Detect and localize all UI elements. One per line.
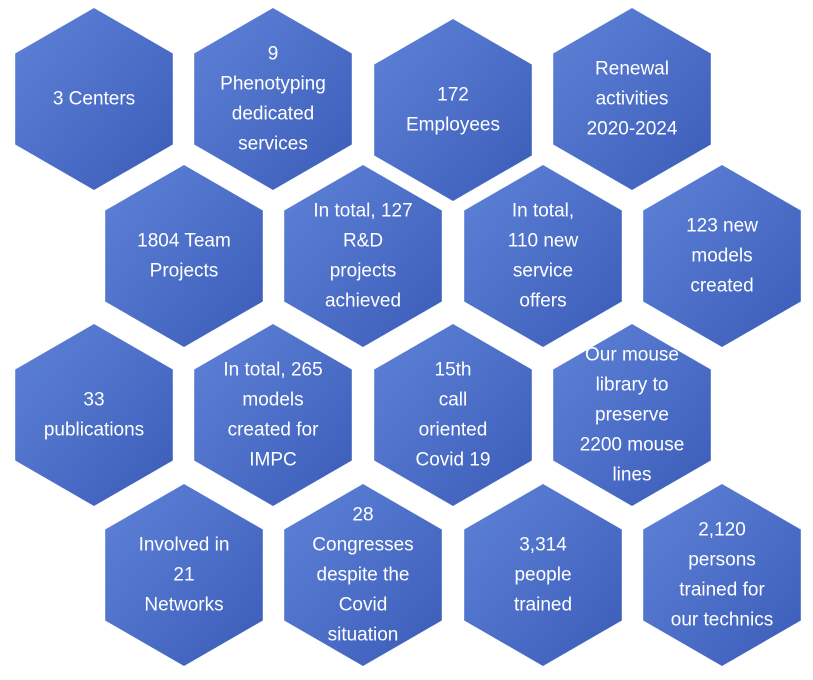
hexagon-shape	[374, 324, 532, 506]
hexagon-shape	[105, 165, 263, 347]
hexagon-shape	[553, 324, 711, 506]
hexagon-label-line: 3 Centers	[53, 89, 135, 110]
hexagon-label-line: despite the	[317, 565, 410, 586]
hexagon-label-line: Covid	[339, 595, 388, 616]
hexagon-label-line: service	[513, 261, 573, 282]
hexagon-label-line: Covid 19	[416, 450, 491, 471]
hexagon-label-line: 3,314	[519, 535, 567, 556]
hexagon-service-offers: In total, 110 new service offers	[464, 165, 622, 347]
hexagon-shape	[194, 8, 352, 190]
hexagon-shape	[15, 324, 173, 506]
hexagon-centers: 3 Centers	[15, 8, 173, 190]
hexagon-label-line: achieved	[325, 291, 401, 312]
hexagon-label-line: created	[690, 276, 753, 297]
hexagon-people-trained: 3,314 people trained	[464, 484, 622, 666]
hexagon-label-line: IMPC	[249, 450, 297, 471]
hexagon-label-line: dedicated	[232, 104, 314, 125]
hexagon-label-line: Involved in	[139, 535, 230, 556]
hexagon-label-line: Congresses	[312, 535, 413, 556]
hexagon-label-line: 33	[83, 390, 104, 411]
hexagon-shape	[464, 484, 622, 666]
hexagon-label-line: call	[439, 390, 468, 411]
hexagon-mouse-library: Our mouse library to preserve 2200 mouse lin…	[553, 324, 711, 506]
hexagon-shape	[643, 484, 801, 666]
hexagon-label-line: projects	[330, 261, 397, 282]
hexagon-label-line: created for	[228, 420, 319, 441]
hexagon-label-line: models	[691, 246, 752, 267]
hexagon-new-models: 123 new models created	[643, 165, 801, 347]
hexagon-publications: 33 publications	[15, 324, 173, 506]
hexagon-label-line: persons	[688, 550, 756, 571]
hexagon-shape	[553, 8, 711, 190]
hexagon-label-line: offers	[519, 291, 566, 312]
hexagon-label-line: trained	[514, 595, 572, 616]
hexagon-label-line: In total, 265	[223, 360, 322, 381]
hexagon-label-line: publications	[44, 420, 144, 441]
hexagon-shape	[643, 165, 801, 347]
hexagon-label-line: Phenotyping	[220, 74, 326, 95]
hexagon-label-line: 110 new	[508, 231, 579, 252]
hexagon-label-line: library to	[596, 375, 669, 396]
hexagon-label-line: models	[242, 390, 303, 411]
hexagon-label-line: 172	[437, 85, 469, 106]
hexagon-label-line: 15th	[435, 360, 472, 381]
hexagon-label-line: oriented	[419, 420, 488, 441]
hexagon-label-line: lines	[612, 465, 651, 486]
hexagon-label-line: preserve	[595, 405, 669, 426]
hexagon-label-line: In total, 127	[313, 201, 412, 222]
hexagon-label-line: In total,	[512, 201, 574, 222]
hexagon-label-line: Networks	[144, 595, 223, 616]
hexagon-label-line: 123 new	[686, 216, 758, 237]
hexagon-label-line: R&D	[343, 231, 383, 252]
hexagon-label-line: Projects	[150, 261, 219, 282]
hexagon-shape	[194, 324, 352, 506]
hexagon-label-line: 2020-2024	[587, 119, 678, 140]
hexagon-shape	[105, 484, 263, 666]
hexagon-label-line: 21	[173, 565, 194, 586]
hexagon-label-line: people	[514, 565, 571, 586]
hexagon-label-line: Our mouse	[585, 345, 679, 366]
hexagon-label-line: trained for	[679, 580, 765, 601]
hexagon-shape	[464, 165, 622, 347]
hexagon-label-line: 9	[268, 44, 279, 65]
hexagon-label-line: Renewal	[595, 59, 669, 80]
hexagon-shape	[15, 8, 173, 190]
hexagon-label-line: 2200 mouse	[580, 435, 685, 456]
hexagon-shape	[284, 484, 442, 666]
hexagon-label-line: 1804 Team	[137, 231, 231, 252]
hexagon-label-line: activities	[596, 89, 669, 110]
hexagon-label-line: services	[238, 134, 308, 155]
hexagon-label-line: our technics	[671, 610, 773, 631]
hexagon-persons-trained: 2,120 persons trained for our technics	[643, 484, 801, 666]
hexagon-shape	[284, 165, 442, 347]
hexagon-shape	[374, 19, 532, 201]
hexagon-label-line: 28	[352, 505, 373, 526]
hexagon-label-line: situation	[328, 625, 399, 646]
hexagon-renewal-activities: Renewal activities 2020-2024	[553, 8, 711, 190]
hexagon-label-line: 2,120	[698, 520, 746, 541]
hexagon-label-line: Employees	[406, 115, 500, 136]
